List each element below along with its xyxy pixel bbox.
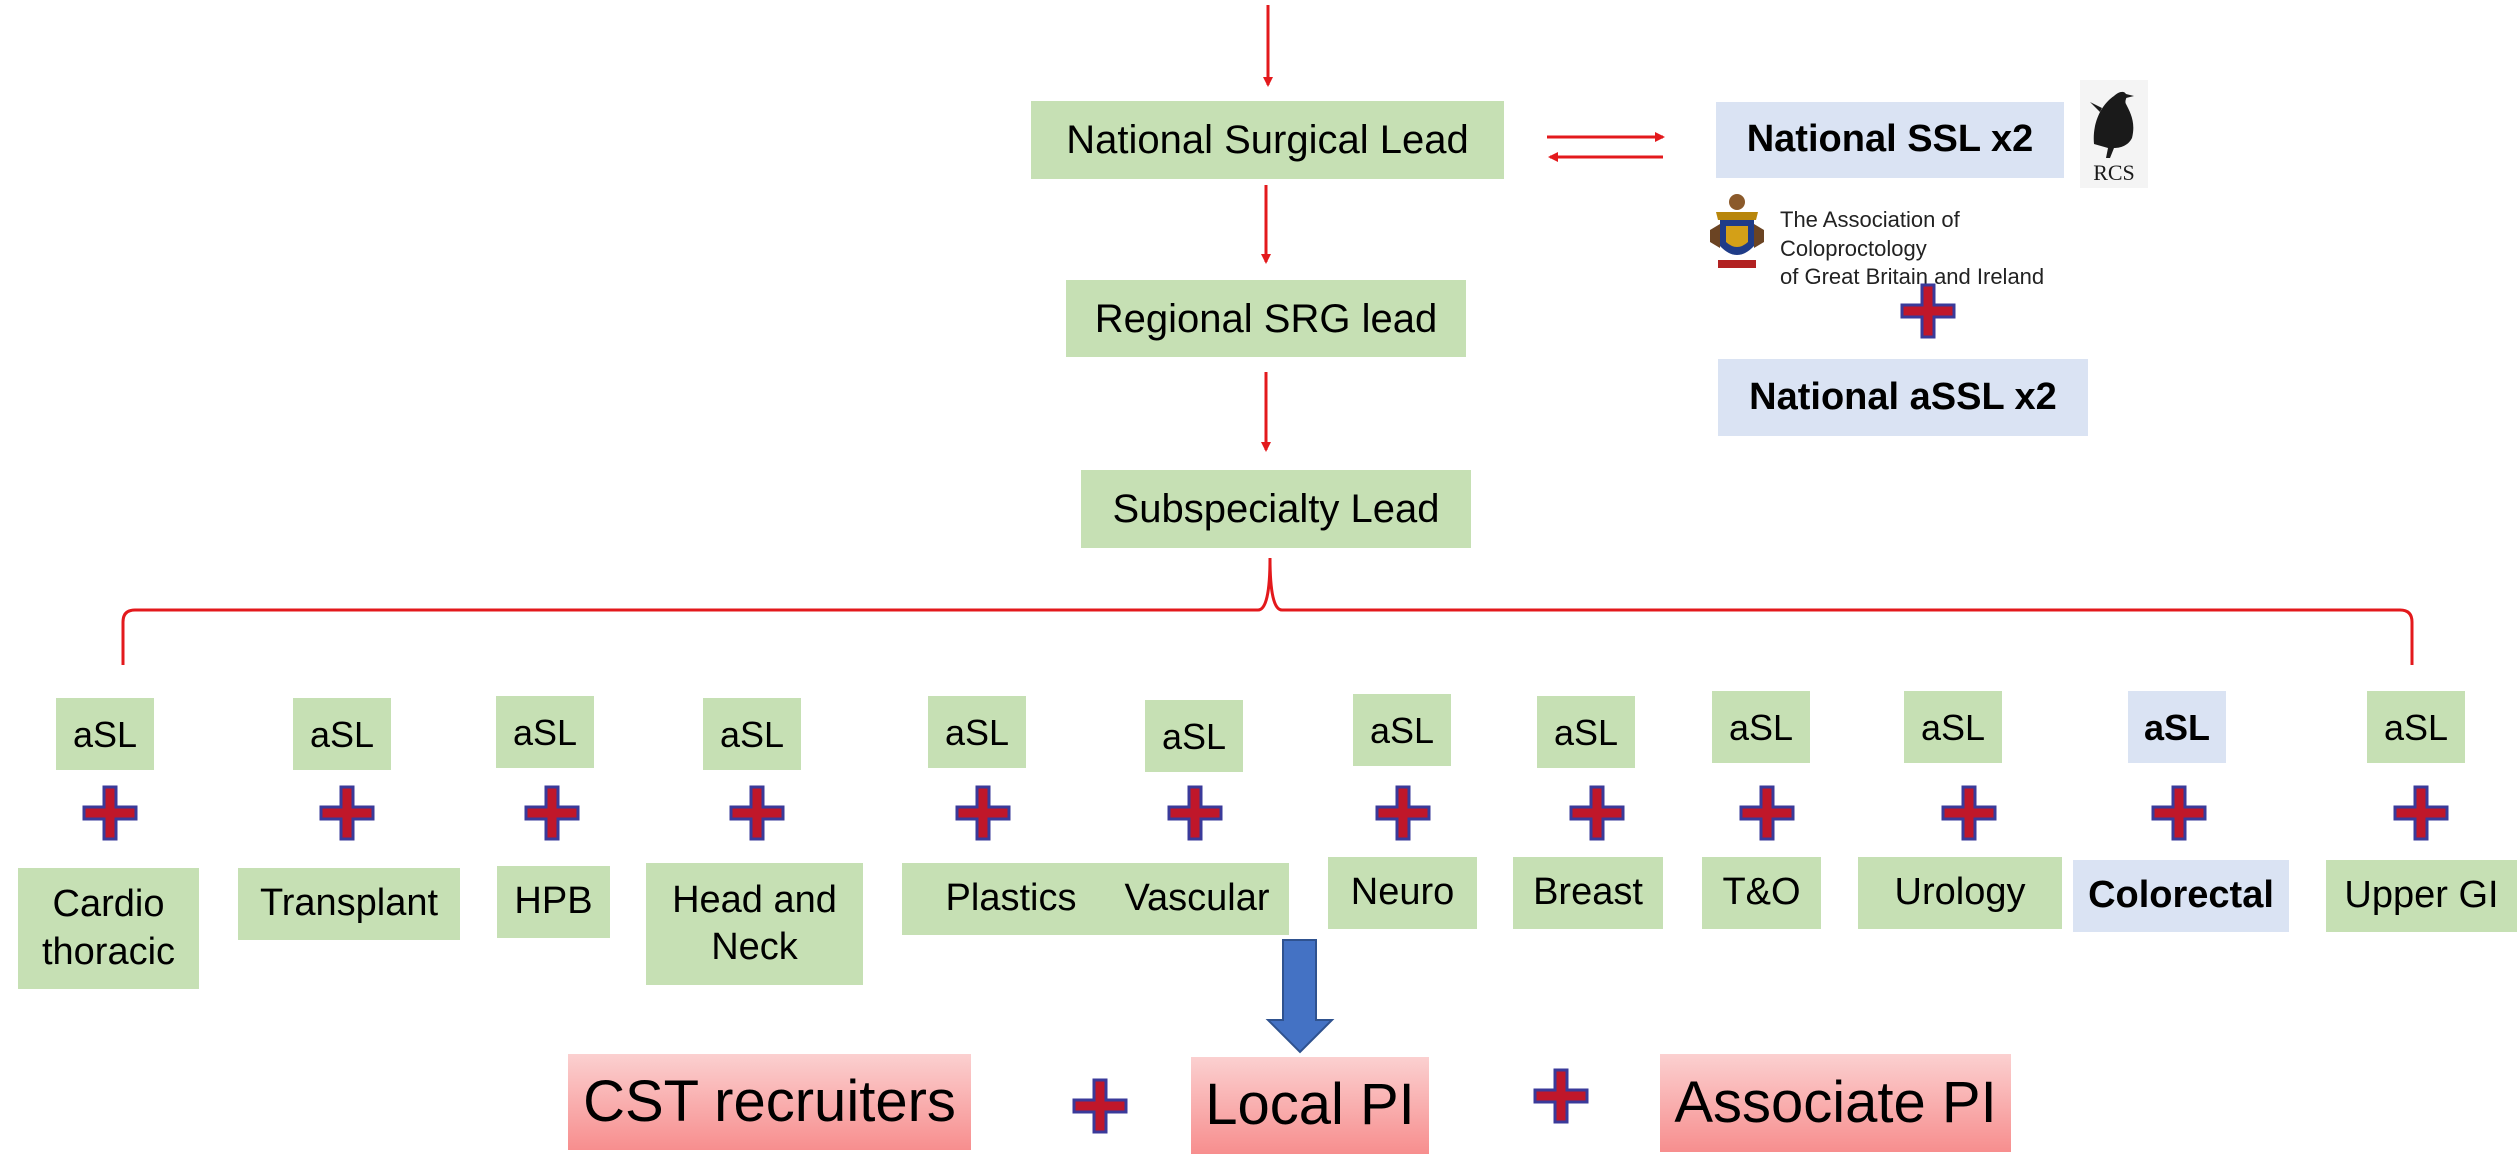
plus-icon — [1739, 785, 1795, 841]
associate-pi-label: Associate PI — [1674, 1069, 1997, 1135]
asl-box-vascular: aSL — [1145, 700, 1243, 772]
asl-box-t-and-o: aSL — [1712, 691, 1810, 763]
associate-pi-box: Associate PI — [1660, 1054, 2011, 1152]
asl-box-breast: aSL — [1537, 696, 1635, 768]
specialty-box-cardiothoracic: Cardio thoracic — [18, 868, 199, 989]
plus-icon — [1167, 785, 1223, 841]
asl-box-hpb: aSL — [496, 696, 594, 768]
national-surgical-lead-box: National Surgical Lead — [1031, 101, 1504, 179]
subspecialty-lead-label: Subspecialty Lead — [1112, 487, 1440, 531]
specialty-label: Cardio thoracic — [41, 883, 176, 973]
asl-label: aSL — [1553, 711, 1619, 753]
specialty-brace — [121, 557, 2414, 665]
asl-label: aSL — [309, 713, 375, 755]
national-assl-label: National aSSL x2 — [1749, 375, 2057, 418]
plus-icon — [1569, 785, 1625, 841]
specialty-label: Upper GI — [2344, 874, 2499, 917]
specialty-label: Colorectal — [2088, 874, 2274, 917]
asl-label: aSL — [2143, 706, 2211, 748]
association-text-line-1: The Association of Coloproctology — [1780, 207, 1960, 261]
local-pi-box: Local PI — [1191, 1057, 1429, 1154]
asl-label: aSL — [1369, 709, 1435, 751]
rcs-logo-text: RCS — [2093, 160, 2135, 185]
cst-recruiters-label: CST recruiters — [583, 1068, 956, 1134]
national-assl-box: National aSSL x2 — [1718, 359, 2088, 436]
plus-icon — [524, 785, 580, 841]
asl-label: aSL — [1161, 715, 1227, 757]
national-surgical-lead-label: National Surgical Lead — [1066, 118, 1469, 162]
specialty-label: Plastics — [945, 877, 1077, 920]
subspecialty-lead-box: Subspecialty Lead — [1081, 470, 1471, 548]
specialty-box-hpb: HPB — [497, 866, 610, 938]
specialty-box-vascular: Vascular — [1105, 863, 1289, 935]
specialty-label: Breast — [1533, 871, 1643, 914]
asl-box-transplant: aSL — [293, 698, 391, 770]
association-logo: The Association of Coloproctology of Gre… — [1708, 190, 2108, 289]
specialty-box-urology: Urology — [1858, 857, 2062, 929]
asl-box-colorectal: aSL — [2128, 691, 2226, 763]
asl-box-cardiothoracic: aSL — [56, 698, 154, 770]
specialty-label: Vascular — [1124, 877, 1270, 920]
specialty-box-colorectal: Colorectal — [2073, 860, 2289, 932]
regional-srg-lead-box: Regional SRG lead — [1066, 280, 1466, 357]
national-ssl-box: National SSL x2 — [1716, 102, 2064, 178]
association-text-line-2: of Great Britain and Ireland — [1780, 264, 2045, 290]
plus-icon-bottom-1 — [1072, 1078, 1128, 1134]
rcs-logo: RCS — [2080, 80, 2148, 188]
plus-icon-national — [1900, 283, 1956, 339]
asl-label: aSL — [72, 713, 138, 755]
down-arrow-to-local-pi — [1265, 939, 1335, 1054]
specialty-label: T&O — [1722, 871, 1801, 914]
asl-box-neuro: aSL — [1353, 694, 1451, 766]
specialty-box-t-and-o: T&O — [1702, 857, 1821, 929]
asl-label: aSL — [512, 711, 578, 753]
specialty-label: Head and Neck — [672, 878, 837, 969]
rcs-crest-icon — [2090, 91, 2134, 158]
asl-box-plastics: aSL — [928, 696, 1026, 768]
asl-box-head-and-neck: aSL — [703, 698, 801, 770]
plus-icon — [729, 785, 785, 841]
asl-box-urology: aSL — [1904, 691, 2002, 763]
asl-label: aSL — [1920, 706, 1986, 748]
plus-icon — [319, 785, 375, 841]
specialty-box-breast: Breast — [1513, 857, 1663, 929]
plus-icon — [1941, 785, 1997, 841]
local-pi-label: Local PI — [1205, 1072, 1415, 1138]
national-ssl-label: National SSL x2 — [1746, 118, 2034, 161]
specialty-label: Transplant — [259, 882, 439, 925]
plus-icon — [955, 785, 1011, 841]
plus-icon — [2393, 785, 2449, 841]
asl-label: aSL — [1728, 706, 1794, 748]
asl-label: aSL — [2383, 706, 2449, 748]
specialty-label: Neuro — [1350, 871, 1455, 914]
specialty-label: Urology — [1894, 871, 2026, 914]
regional-srg-lead-label: Regional SRG lead — [1094, 296, 1438, 341]
association-text: The Association of Coloproctology of Gre… — [1780, 206, 2108, 292]
cst-recruiters-box: CST recruiters — [568, 1054, 971, 1150]
association-crest-icon — [1710, 194, 1764, 268]
plus-icon — [2151, 785, 2207, 841]
specialty-box-head-and-neck: Head and Neck — [646, 863, 863, 985]
asl-box-upper-gi: aSL — [2367, 691, 2465, 763]
specialty-box-neuro: Neuro — [1328, 857, 1477, 929]
specialty-box-transplant: Transplant — [238, 868, 460, 940]
asl-label: aSL — [944, 711, 1010, 753]
plus-icon — [1375, 785, 1431, 841]
specialty-box-plastics: Plastics — [902, 863, 1120, 935]
plus-icon-bottom-2 — [1533, 1068, 1589, 1124]
plus-icon — [82, 785, 138, 841]
specialty-label: HPB — [514, 880, 593, 923]
asl-label: aSL — [719, 713, 785, 755]
specialty-box-upper-gi: Upper GI — [2326, 860, 2517, 932]
